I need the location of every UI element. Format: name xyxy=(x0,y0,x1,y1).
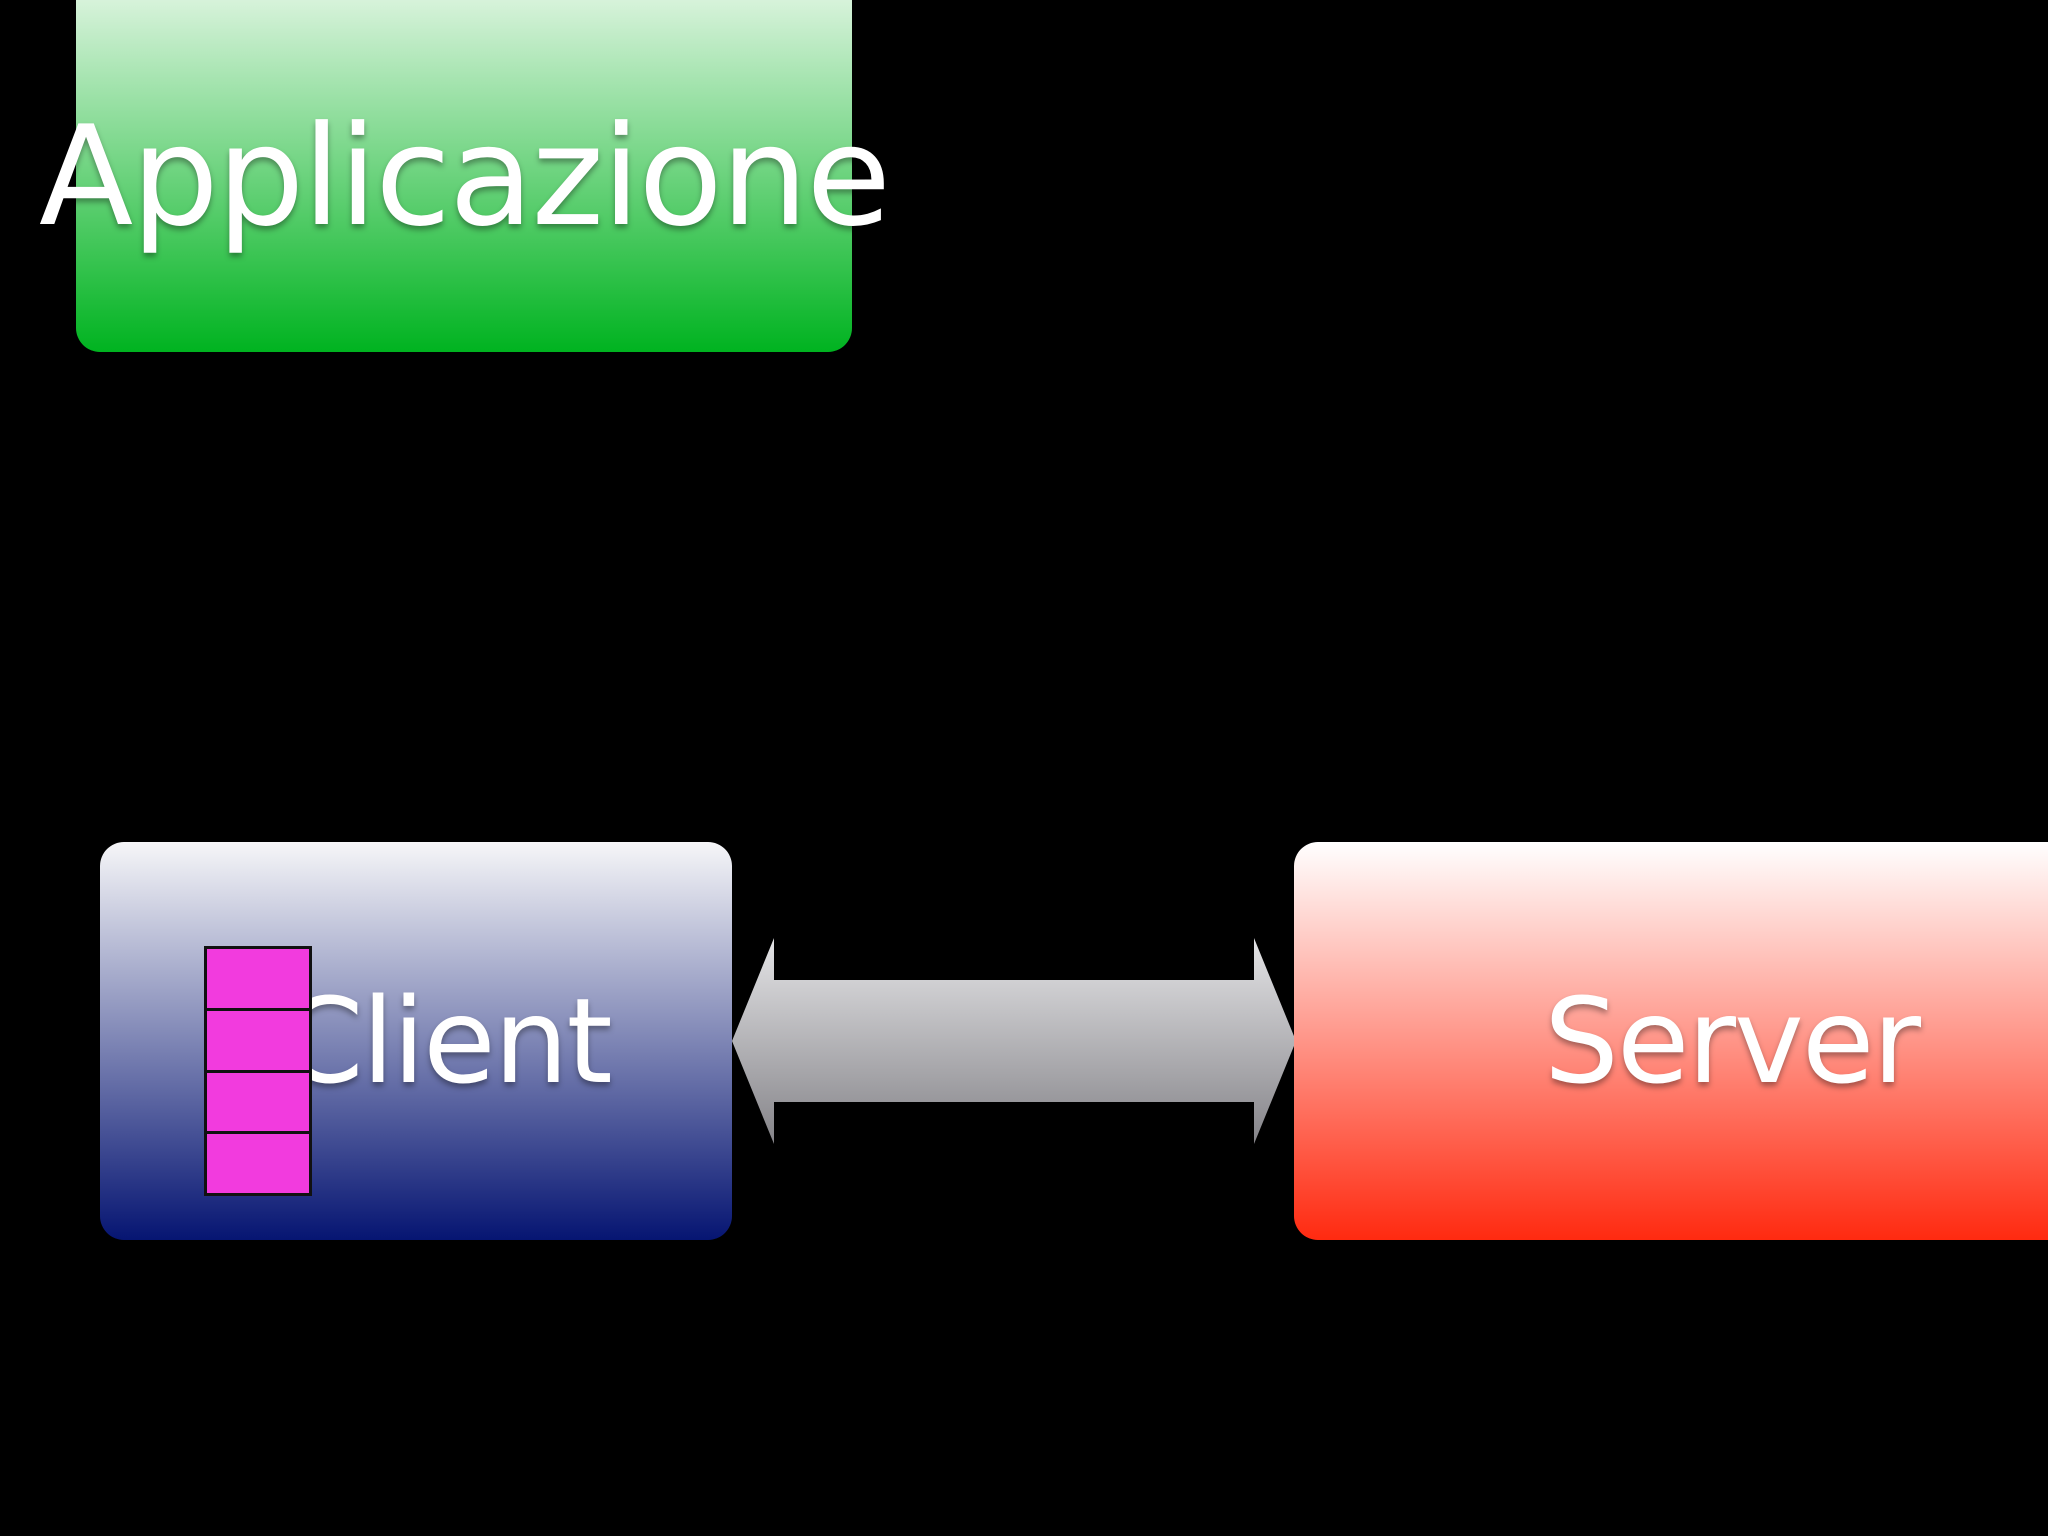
application-label: Applicazione xyxy=(38,95,891,257)
queue-cell xyxy=(207,949,309,1008)
application-box: Applicazione xyxy=(39,0,891,352)
server-box: Server xyxy=(1294,842,2048,1240)
arrow-shape xyxy=(732,938,1296,1144)
queue-cell xyxy=(207,1010,309,1070)
client-label: Client xyxy=(281,972,613,1110)
server-label: Server xyxy=(1544,972,1921,1110)
bidirectional-arrow-icon xyxy=(732,938,1296,1144)
queue-cell xyxy=(207,1134,309,1193)
queue-stack xyxy=(204,946,312,1196)
queue-cell xyxy=(207,1072,309,1132)
client-box: Client xyxy=(100,842,732,1240)
